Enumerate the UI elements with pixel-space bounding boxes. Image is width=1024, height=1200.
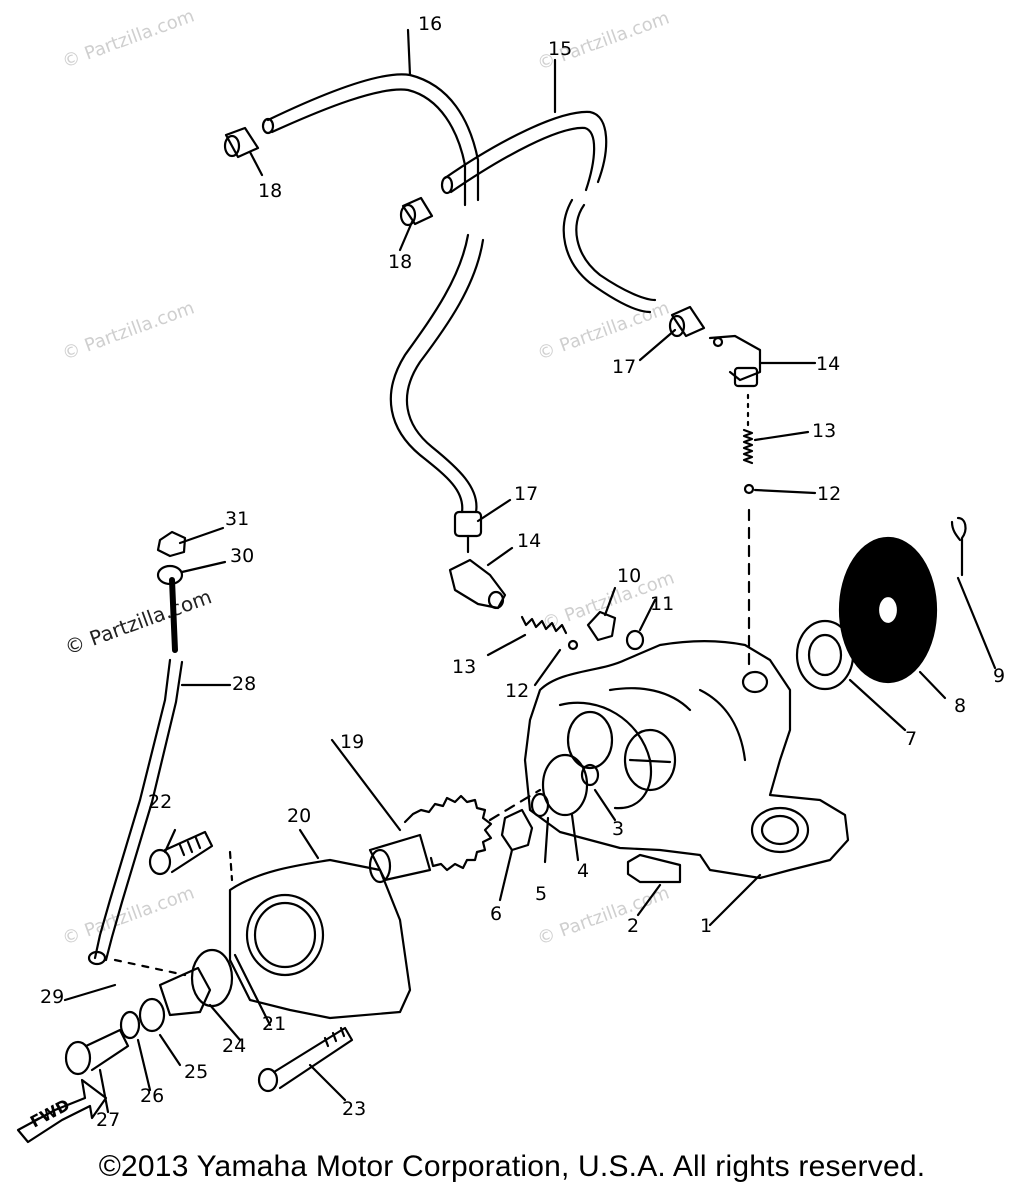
spring-13-right <box>742 393 754 465</box>
washer-3 <box>580 763 600 787</box>
hose-16 <box>261 73 485 514</box>
label-12b: 12 <box>505 680 529 702</box>
fitting-18-right <box>399 196 434 227</box>
washer-5 <box>530 792 550 818</box>
label-6: 6 <box>490 903 502 925</box>
label-30: 30 <box>230 545 254 567</box>
label-4: 4 <box>577 860 589 882</box>
banjo-14-right <box>708 334 762 388</box>
bolt-10 <box>586 610 617 642</box>
fwd-arrow <box>16 1078 108 1144</box>
label-10: 10 <box>617 565 641 587</box>
fitting-17-right <box>668 305 706 338</box>
watermark: © Partzilla.com <box>60 882 198 949</box>
part-labels: 16 15 18 18 17 14 13 12 17 14 31 30 10 1… <box>40 13 1005 1131</box>
watermark: © Partzilla.com <box>535 882 673 949</box>
washer-26 <box>119 1010 141 1040</box>
label-17a: 17 <box>612 356 636 378</box>
label-8: 8 <box>954 695 966 717</box>
cover-20 <box>228 850 412 1020</box>
label-18b: 18 <box>388 251 412 273</box>
label-3: 3 <box>612 818 624 840</box>
label-31: 31 <box>225 508 249 530</box>
watermark-prominent: © Partzilla.com <box>62 584 215 659</box>
pin-9 <box>950 516 967 577</box>
seal-21 <box>190 948 234 1008</box>
label-28: 28 <box>232 673 256 695</box>
fitting-18-left <box>223 126 260 159</box>
label-1: 1 <box>700 915 712 937</box>
label-7: 7 <box>905 728 917 750</box>
label-17b: 17 <box>514 483 538 505</box>
label-23: 23 <box>342 1098 366 1120</box>
spring-13-lower <box>520 615 568 635</box>
label-15: 15 <box>548 38 572 60</box>
pipe-28 <box>93 577 184 962</box>
fwd-label: FWD <box>27 1095 73 1131</box>
bolt-23 <box>257 1026 354 1093</box>
bolt-2 <box>626 853 682 884</box>
label-14a: 14 <box>816 353 840 375</box>
label-16: 16 <box>418 13 442 35</box>
nut-31 <box>156 530 187 558</box>
label-21: 21 <box>262 1013 286 1035</box>
label-2: 2 <box>627 915 639 937</box>
label-5: 5 <box>535 883 547 905</box>
label-13a: 13 <box>812 420 836 442</box>
bolt-22 <box>148 830 214 876</box>
pipe-28-centerline <box>113 958 187 977</box>
label-19: 19 <box>340 731 364 753</box>
label-13b: 13 <box>452 656 476 678</box>
washer-25 <box>138 997 166 1033</box>
banjo-14-lower <box>448 558 507 610</box>
ball-12-lower <box>567 639 579 651</box>
label-12a: 12 <box>817 483 841 505</box>
ball-12-right <box>743 483 755 495</box>
pump-housing-1 <box>523 508 850 880</box>
gear-19 <box>368 788 542 884</box>
label-18a: 18 <box>258 180 282 202</box>
plate-4 <box>541 753 589 817</box>
washer-11 <box>625 629 645 651</box>
label-26: 26 <box>140 1085 164 1107</box>
bolt-27 <box>64 1028 130 1076</box>
label-27: 27 <box>96 1109 120 1131</box>
label-9: 9 <box>993 665 1005 687</box>
label-29: 29 <box>40 986 64 1008</box>
label-24: 24 <box>222 1035 246 1057</box>
spacer-24 <box>158 966 212 1017</box>
gear-8 <box>838 536 938 684</box>
label-22: 22 <box>148 791 172 813</box>
watermark: © Partzilla.com <box>535 297 673 364</box>
watermark: © Partzilla.com <box>60 5 198 72</box>
hose-15 <box>440 110 657 314</box>
leader-lines <box>63 28 997 1114</box>
cap-29 <box>87 950 107 966</box>
copyright-notice: ©2013 Yamaha Motor Corporation, U.S.A. A… <box>98 1150 926 1183</box>
label-11: 11 <box>650 593 674 615</box>
fitting-17-lower <box>453 510 483 554</box>
washer-30 <box>156 564 184 586</box>
label-20: 20 <box>287 805 311 827</box>
nut-6 <box>500 808 534 852</box>
watermark: © Partzilla.com <box>60 297 198 364</box>
label-25: 25 <box>184 1061 208 1083</box>
label-14b: 14 <box>517 530 541 552</box>
